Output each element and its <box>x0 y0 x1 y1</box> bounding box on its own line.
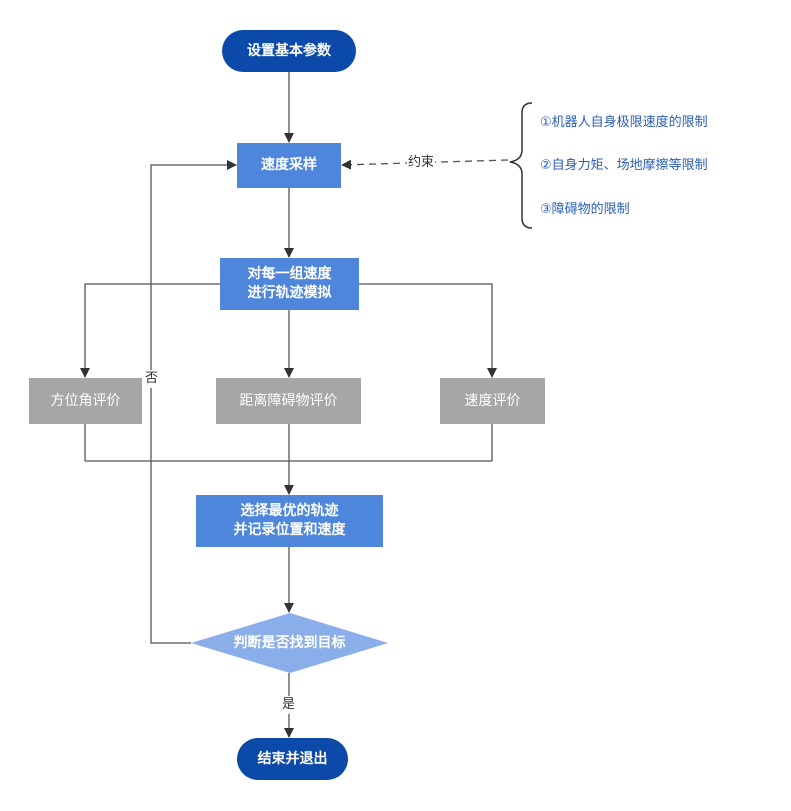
speed-eval-node <box>440 378 545 424</box>
no-label: 否 <box>145 370 159 388</box>
constraints-brace <box>509 102 533 229</box>
arrow-constraint-dashed <box>341 159 509 170</box>
select-node <box>196 495 383 547</box>
arrow-decision-no-loop <box>150 160 237 644</box>
constraint-label: 约束 <box>407 155 436 171</box>
constraint-note-3: ③障碍物的限制 <box>540 202 630 217</box>
start-node <box>222 30 356 72</box>
end-node <box>237 738 348 780</box>
decision-node <box>191 613 388 673</box>
obstacle-eval-node <box>216 378 361 424</box>
simulate-node <box>220 258 359 310</box>
constraint-note-1: ①机器人自身极限速度的限制 <box>540 115 708 130</box>
arrow-simulate-to-speed <box>359 283 497 378</box>
sample-node <box>237 143 341 188</box>
constraint-note-2: ②自身力矩、场地摩擦等限制 <box>540 158 708 173</box>
heading-eval-node <box>29 378 142 424</box>
yes-label: 是 <box>282 696 296 714</box>
arrow-simulate-to-heading <box>80 283 220 378</box>
